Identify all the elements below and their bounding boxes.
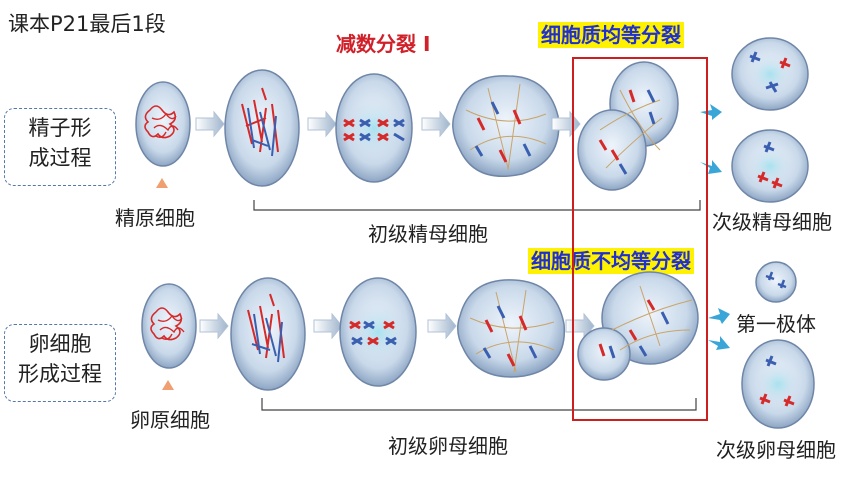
sperm-arrow-3 <box>421 110 451 138</box>
spermatogonium-label: 精原细胞 <box>115 206 195 230</box>
egg-side-label-2: 形成过程 <box>18 362 102 386</box>
secondary-spermatocyte-label: 次级精母细胞 <box>712 210 832 234</box>
oogonium-cell <box>141 283 197 369</box>
primary-spermatocyte-bracket <box>253 200 701 211</box>
egg-metaphase-cell <box>339 277 417 387</box>
highlight-equal-division: 细胞质均等分裂 <box>538 22 684 48</box>
cytoplasm-division-box <box>572 57 708 421</box>
page-title: 课本P21最后1段 <box>8 12 166 36</box>
secondary-oocyte-label: 次级卵母细胞 <box>716 438 836 462</box>
egg-arrow-1 <box>199 312 229 340</box>
egg-split-arrow-down <box>708 336 730 350</box>
spermatogonium-marker <box>156 178 168 188</box>
sperm-split-arrow-up <box>700 104 722 120</box>
secondary-spermatocyte-top <box>731 37 809 111</box>
egg-leptotene-cell <box>230 277 306 391</box>
primary-oocyte-bracket <box>261 398 697 411</box>
sperm-telophase-cell <box>577 61 679 191</box>
egg-split-arrow-up <box>708 308 730 324</box>
first-polar-body-cell <box>755 261 797 303</box>
highlight-unequal-division: 细胞质不均等分裂 <box>528 248 694 274</box>
sperm-split-arrow-down <box>700 160 722 174</box>
secondary-oocyte-cell <box>741 339 815 429</box>
egg-side-label-1: 卵细胞 <box>28 332 92 356</box>
egg-process-box: 卵细胞 形成过程 <box>4 324 116 402</box>
oogonium-marker <box>162 380 174 390</box>
spermatogonium-cell <box>135 81 191 167</box>
sperm-leptotene-cell <box>224 69 300 187</box>
sperm-side-label-1: 精子形 <box>28 116 92 140</box>
sperm-side-label-2: 成过程 <box>28 146 92 170</box>
egg-arrow-2 <box>313 312 343 340</box>
egg-telophase-cell <box>577 271 699 381</box>
sperm-anaphase-cell <box>452 75 560 178</box>
primary-oocyte-label: 初级卵母细胞 <box>388 434 508 458</box>
meiosis-header: 减数分裂 I <box>336 32 431 56</box>
first-polar-body-label: 第一极体 <box>736 312 816 336</box>
sperm-arrow-2 <box>307 110 337 138</box>
oogonium-label: 卵原细胞 <box>130 408 210 432</box>
sperm-arrow-1 <box>195 110 225 138</box>
egg-arrow-3 <box>427 312 457 340</box>
sperm-process-box: 精子形 成过程 <box>4 108 116 186</box>
sperm-metaphase-cell <box>335 73 413 183</box>
secondary-spermatocyte-bottom <box>731 129 809 203</box>
egg-anaphase-cell <box>457 279 566 378</box>
primary-spermatocyte-label: 初级精母细胞 <box>368 222 488 246</box>
